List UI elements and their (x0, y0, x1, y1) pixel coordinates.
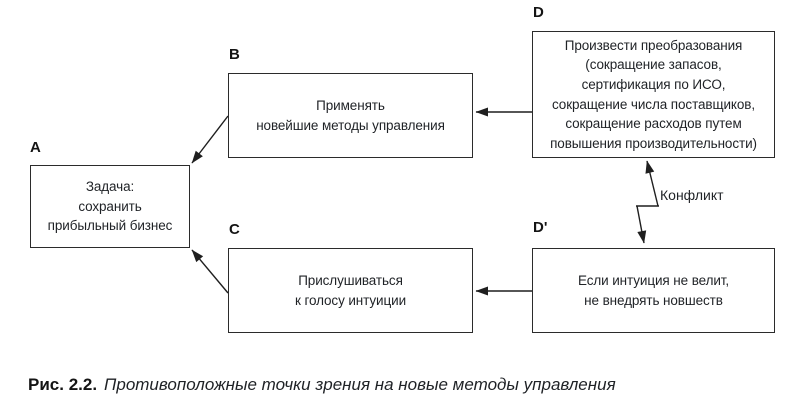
arrow-b-to-a (191, 115, 229, 164)
node-a-box: Задача: сохранить прибыльный бизнес (30, 165, 190, 248)
node-d-box: Произвести преобразования (сокращение за… (532, 31, 775, 158)
conflict-zigzag-top-arrow (645, 160, 659, 207)
arrow-c-to-a (191, 249, 229, 294)
node-label-dprime: D' (533, 219, 548, 236)
node-c-box: Прислушиваться к голосу интуиции (228, 248, 473, 333)
node-b-text: Применять новейшие методы управления (256, 97, 445, 133)
node-d-text: Произвести преобразования (сокращение за… (550, 37, 757, 151)
node-label-b: B (229, 46, 240, 63)
conflict-zigzag-bottom-arrow (636, 205, 647, 244)
node-b-box: Применять новейшие методы управления (228, 73, 473, 158)
conflict-label: Конфликт (660, 187, 724, 203)
node-label-d: D (533, 4, 544, 21)
node-label-c: C (229, 221, 240, 238)
node-c-text: Прислушиваться к голосу интуиции (294, 272, 407, 308)
figure-caption: Рис. 2.2. Противоположные точки зрения на… (28, 375, 616, 395)
node-dprime-text: Если интуиция не велит, не внедрять новш… (577, 272, 730, 308)
node-label-a: A (30, 139, 41, 156)
figure-title: Противоположные точки зрения на новые ме… (104, 375, 616, 394)
node-dprime-box: Если интуиция не велит, не внедрять новш… (532, 248, 775, 333)
figure-number: Рис. 2.2. (28, 375, 98, 394)
node-a-text: Задача: сохранить прибыльный бизнес (47, 179, 173, 234)
